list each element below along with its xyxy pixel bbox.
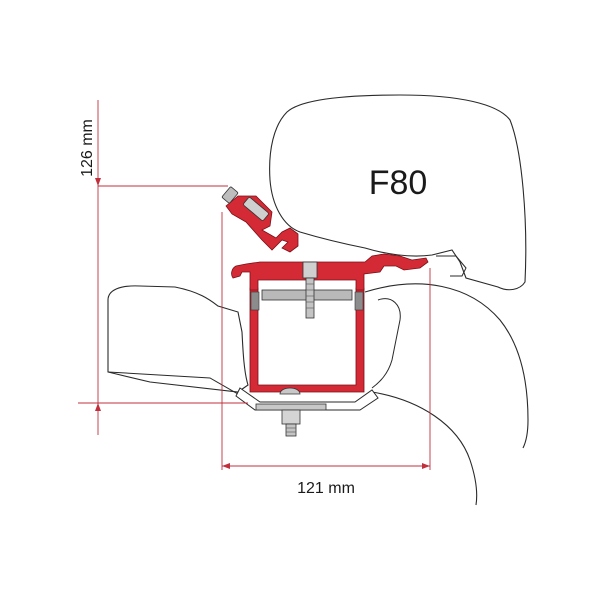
vehicle-body-line bbox=[371, 391, 478, 506]
lower-bolt bbox=[255, 387, 327, 437]
vehicle-rail-profile bbox=[107, 285, 249, 393]
width-dimension-label: 121 mm bbox=[297, 480, 355, 497]
clamp-screw bbox=[221, 186, 269, 221]
housing-rail-detail bbox=[436, 255, 467, 277]
vehicle-inner-line bbox=[371, 298, 401, 389]
width-dimension bbox=[221, 212, 431, 470]
height-dimension bbox=[78, 100, 248, 435]
awning-housing-outline bbox=[269, 94, 527, 291]
vehicle-roof-curve bbox=[364, 283, 529, 449]
adapter-clamp-arm bbox=[225, 195, 299, 253]
height-dimension-label: 126 mm bbox=[79, 119, 96, 177]
adapter-bracket-top bbox=[231, 253, 429, 291]
upper-bolt bbox=[302, 261, 318, 319]
product-label: F80 bbox=[369, 164, 428, 202]
